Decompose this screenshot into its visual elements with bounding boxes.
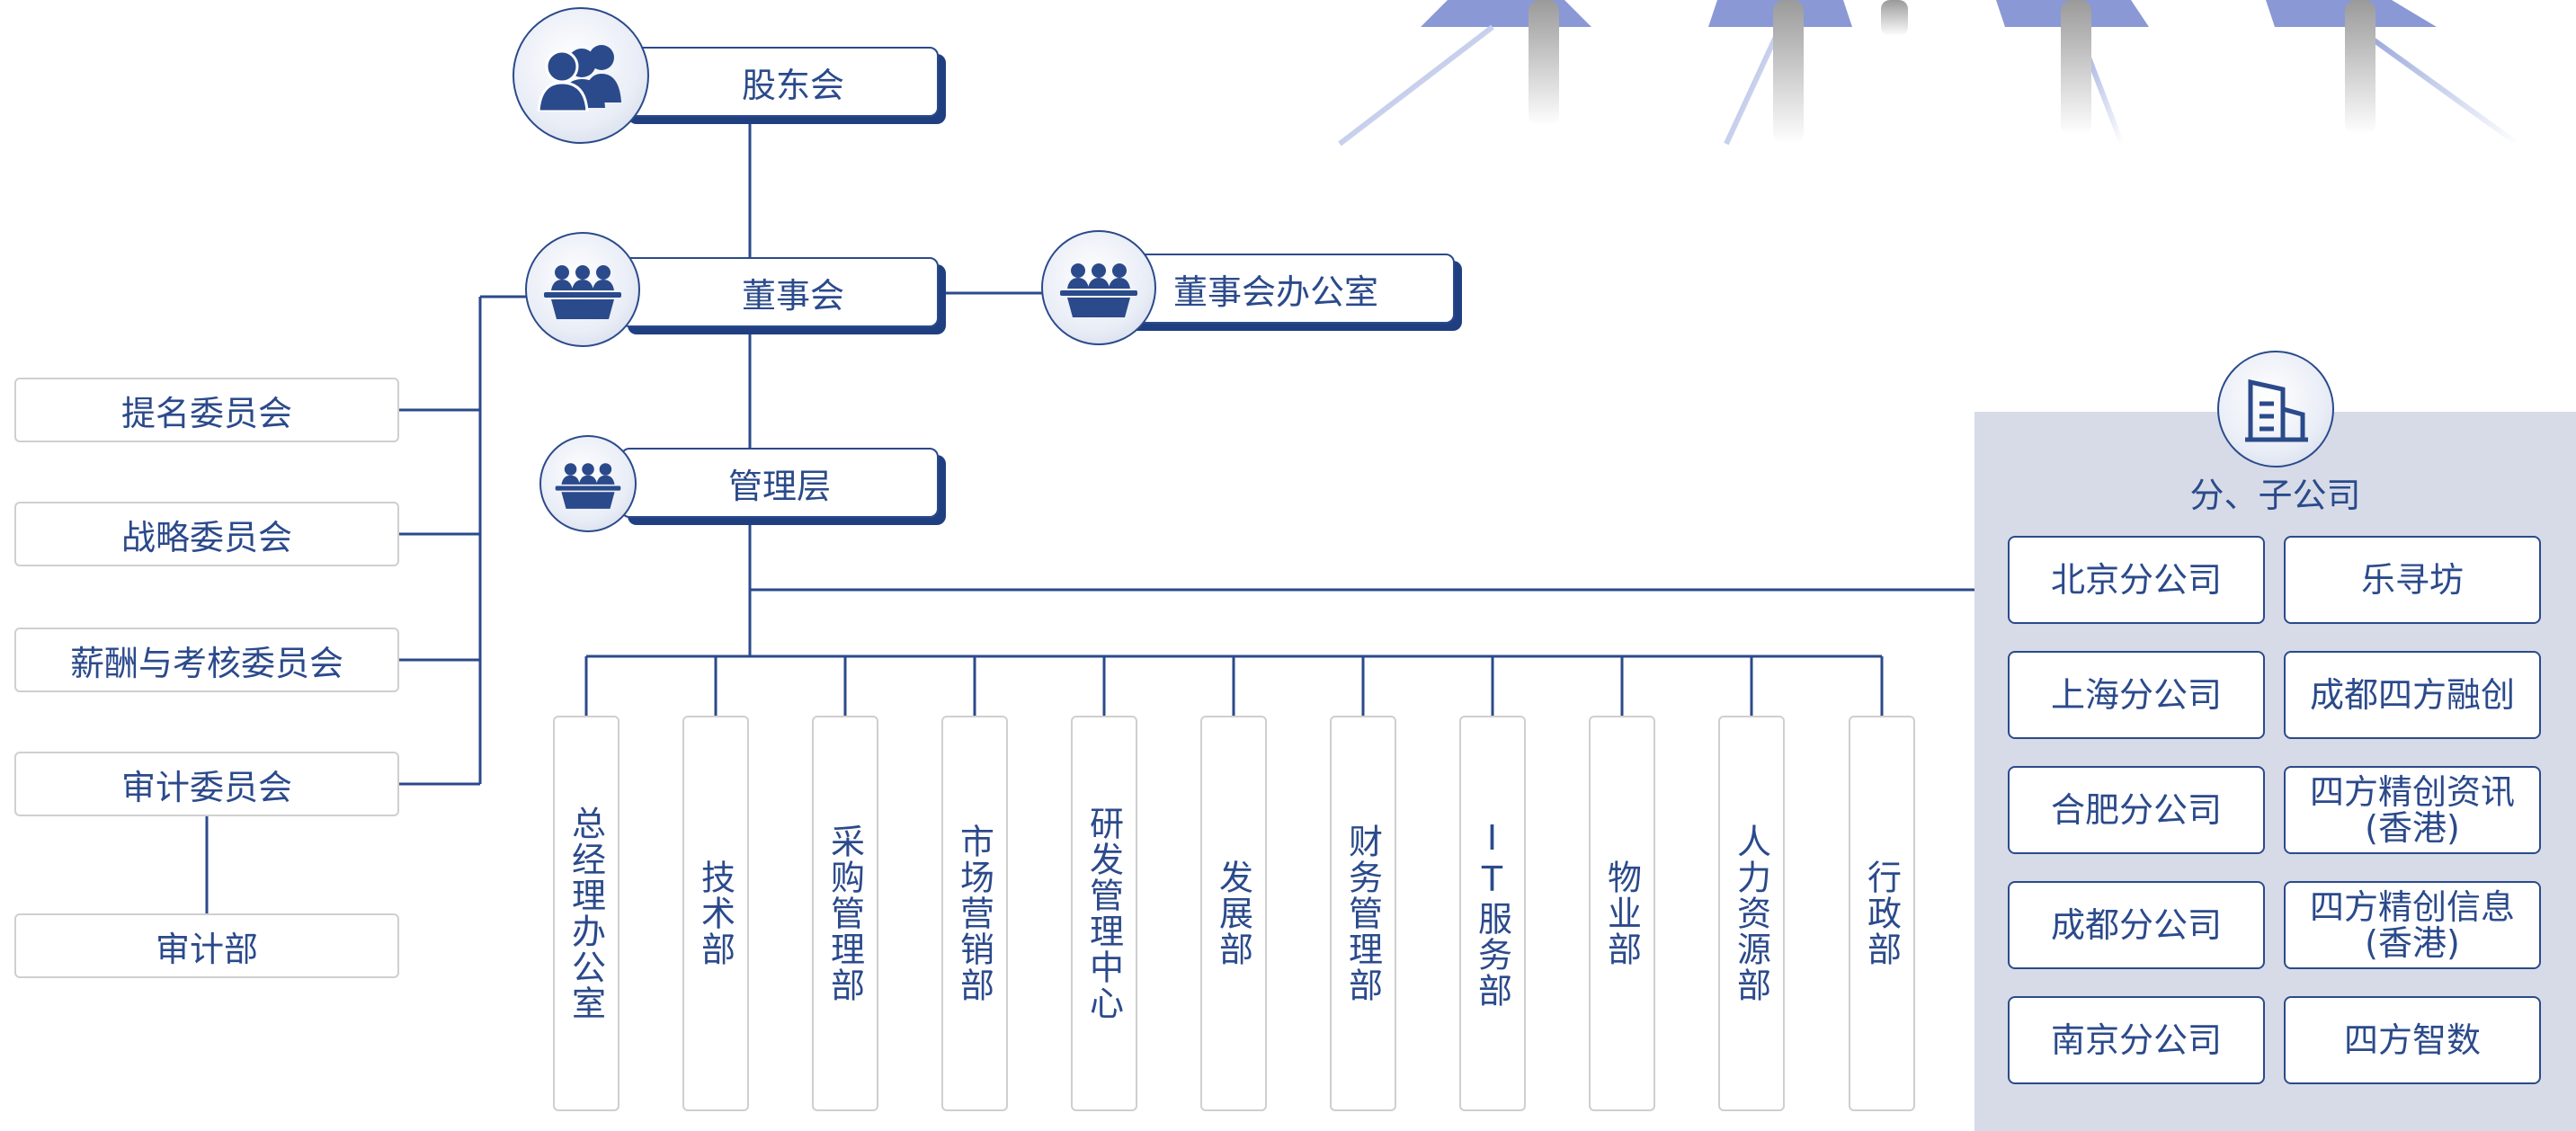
subsidiary-label: 四方精创信息 [2309,887,2515,927]
audit-department[interactable]: 审计部 [14,913,399,978]
meeting-table-icon [1041,230,1156,345]
department-box[interactable]: 物业部 [1589,716,1655,1111]
subsidiary-label: 成都四方融创 [2309,675,2515,715]
department-label: 总经理办公室 [566,806,606,1021]
audit-department-label: 审计部 [155,929,258,969]
department-label: 发展部 [1213,859,1253,967]
board-node[interactable]: 董事会 [620,257,939,327]
management-node[interactable]: 管理层 [620,448,939,518]
department-box[interactable]: 财务管理部 [1330,716,1396,1111]
subsidiary-label-sub: (香港) [2365,923,2460,963]
department-box[interactable]: 行政部 [1849,716,1915,1111]
committee-label: 提名委员会 [120,393,292,433]
board-label: 董事会 [741,275,844,316]
department-box[interactable]: IT服务部 [1459,716,1526,1111]
department-label: 财务管理部 [1342,824,1383,1003]
subsidiary-box[interactable]: 成都分公司 [2008,881,2265,969]
department-label: 市场营销部 [954,824,994,1003]
subsidiary-box[interactable]: 合肥分公司 [2008,766,2265,854]
department-label: IT服务部 [1472,818,1512,1009]
subsidiary-box[interactable]: 乐寻坊 [2284,536,2541,624]
management-label: 管理层 [727,466,831,506]
department-label: 人力资源部 [1731,824,1771,1003]
shareholders-label: 股东会 [741,65,844,105]
department-box[interactable]: 人力资源部 [1718,716,1785,1111]
committee-compensation[interactable]: 薪酬与考核委员会 [14,628,399,692]
department-box[interactable]: 技术部 [682,716,749,1111]
subsidiary-box[interactable]: 四方精创信息(香港) [2284,881,2541,969]
department-label: 采购管理部 [824,824,865,1003]
department-label: 技术部 [695,859,735,967]
subsidiary-label-sub: (香港) [2365,808,2460,848]
subsidiary-box[interactable]: 南京分公司 [2008,996,2265,1084]
subsidiary-label: 成都分公司 [2050,905,2222,945]
committee-nomination[interactable]: 提名委员会 [14,378,399,442]
subsidiary-label: 四方精创资讯 [2309,772,2515,812]
department-label: 物业部 [1601,859,1642,967]
meeting-table-icon [525,232,640,347]
board-office-label: 董事会办公室 [1172,272,1378,312]
subsidiary-label: 南京分公司 [2050,1020,2222,1060]
committee-label: 薪酬与考核委员会 [69,643,343,683]
department-box[interactable]: 研发管理中心 [1071,716,1137,1111]
subsidiary-label: 上海分公司 [2050,675,2222,715]
building-icon [2217,351,2334,468]
department-box[interactable]: 市场营销部 [941,716,1008,1111]
subsidiary-label: 北京分公司 [2050,560,2222,600]
department-label: 行政部 [1861,859,1902,967]
committee-strategy[interactable]: 战略委员会 [14,502,399,566]
subsidiaries-title: 分、子公司 [2189,476,2361,515]
subsidiary-box[interactable]: 成都四方融创 [2284,651,2541,739]
committee-audit[interactable]: 审计委员会 [14,752,399,816]
department-box[interactable]: 发展部 [1200,716,1267,1111]
committee-label: 战略委员会 [120,517,292,557]
shareholders-node[interactable]: 股东会 [620,47,939,117]
decorative-chairs-illustration [1338,0,2519,147]
people-group-icon [513,7,649,144]
meeting-table-icon [539,435,637,532]
department-box[interactable]: 总经理办公室 [553,716,619,1111]
subsidiary-box[interactable]: 四方精创资讯(香港) [2284,766,2541,854]
department-box[interactable]: 采购管理部 [812,716,878,1111]
subsidiary-label: 合肥分公司 [2050,790,2222,830]
subsidiary-box[interactable]: 北京分公司 [2008,536,2265,624]
subsidiary-box[interactable]: 四方智数 [2284,996,2541,1084]
department-label: 研发管理中心 [1083,806,1124,1021]
subsidiary-label: 乐寻坊 [2360,560,2464,600]
subsidiary-label: 四方智数 [2343,1020,2481,1060]
connector-lines [205,117,1974,913]
committee-label: 审计委员会 [120,767,292,807]
subsidiary-box[interactable]: 上海分公司 [2008,651,2265,739]
